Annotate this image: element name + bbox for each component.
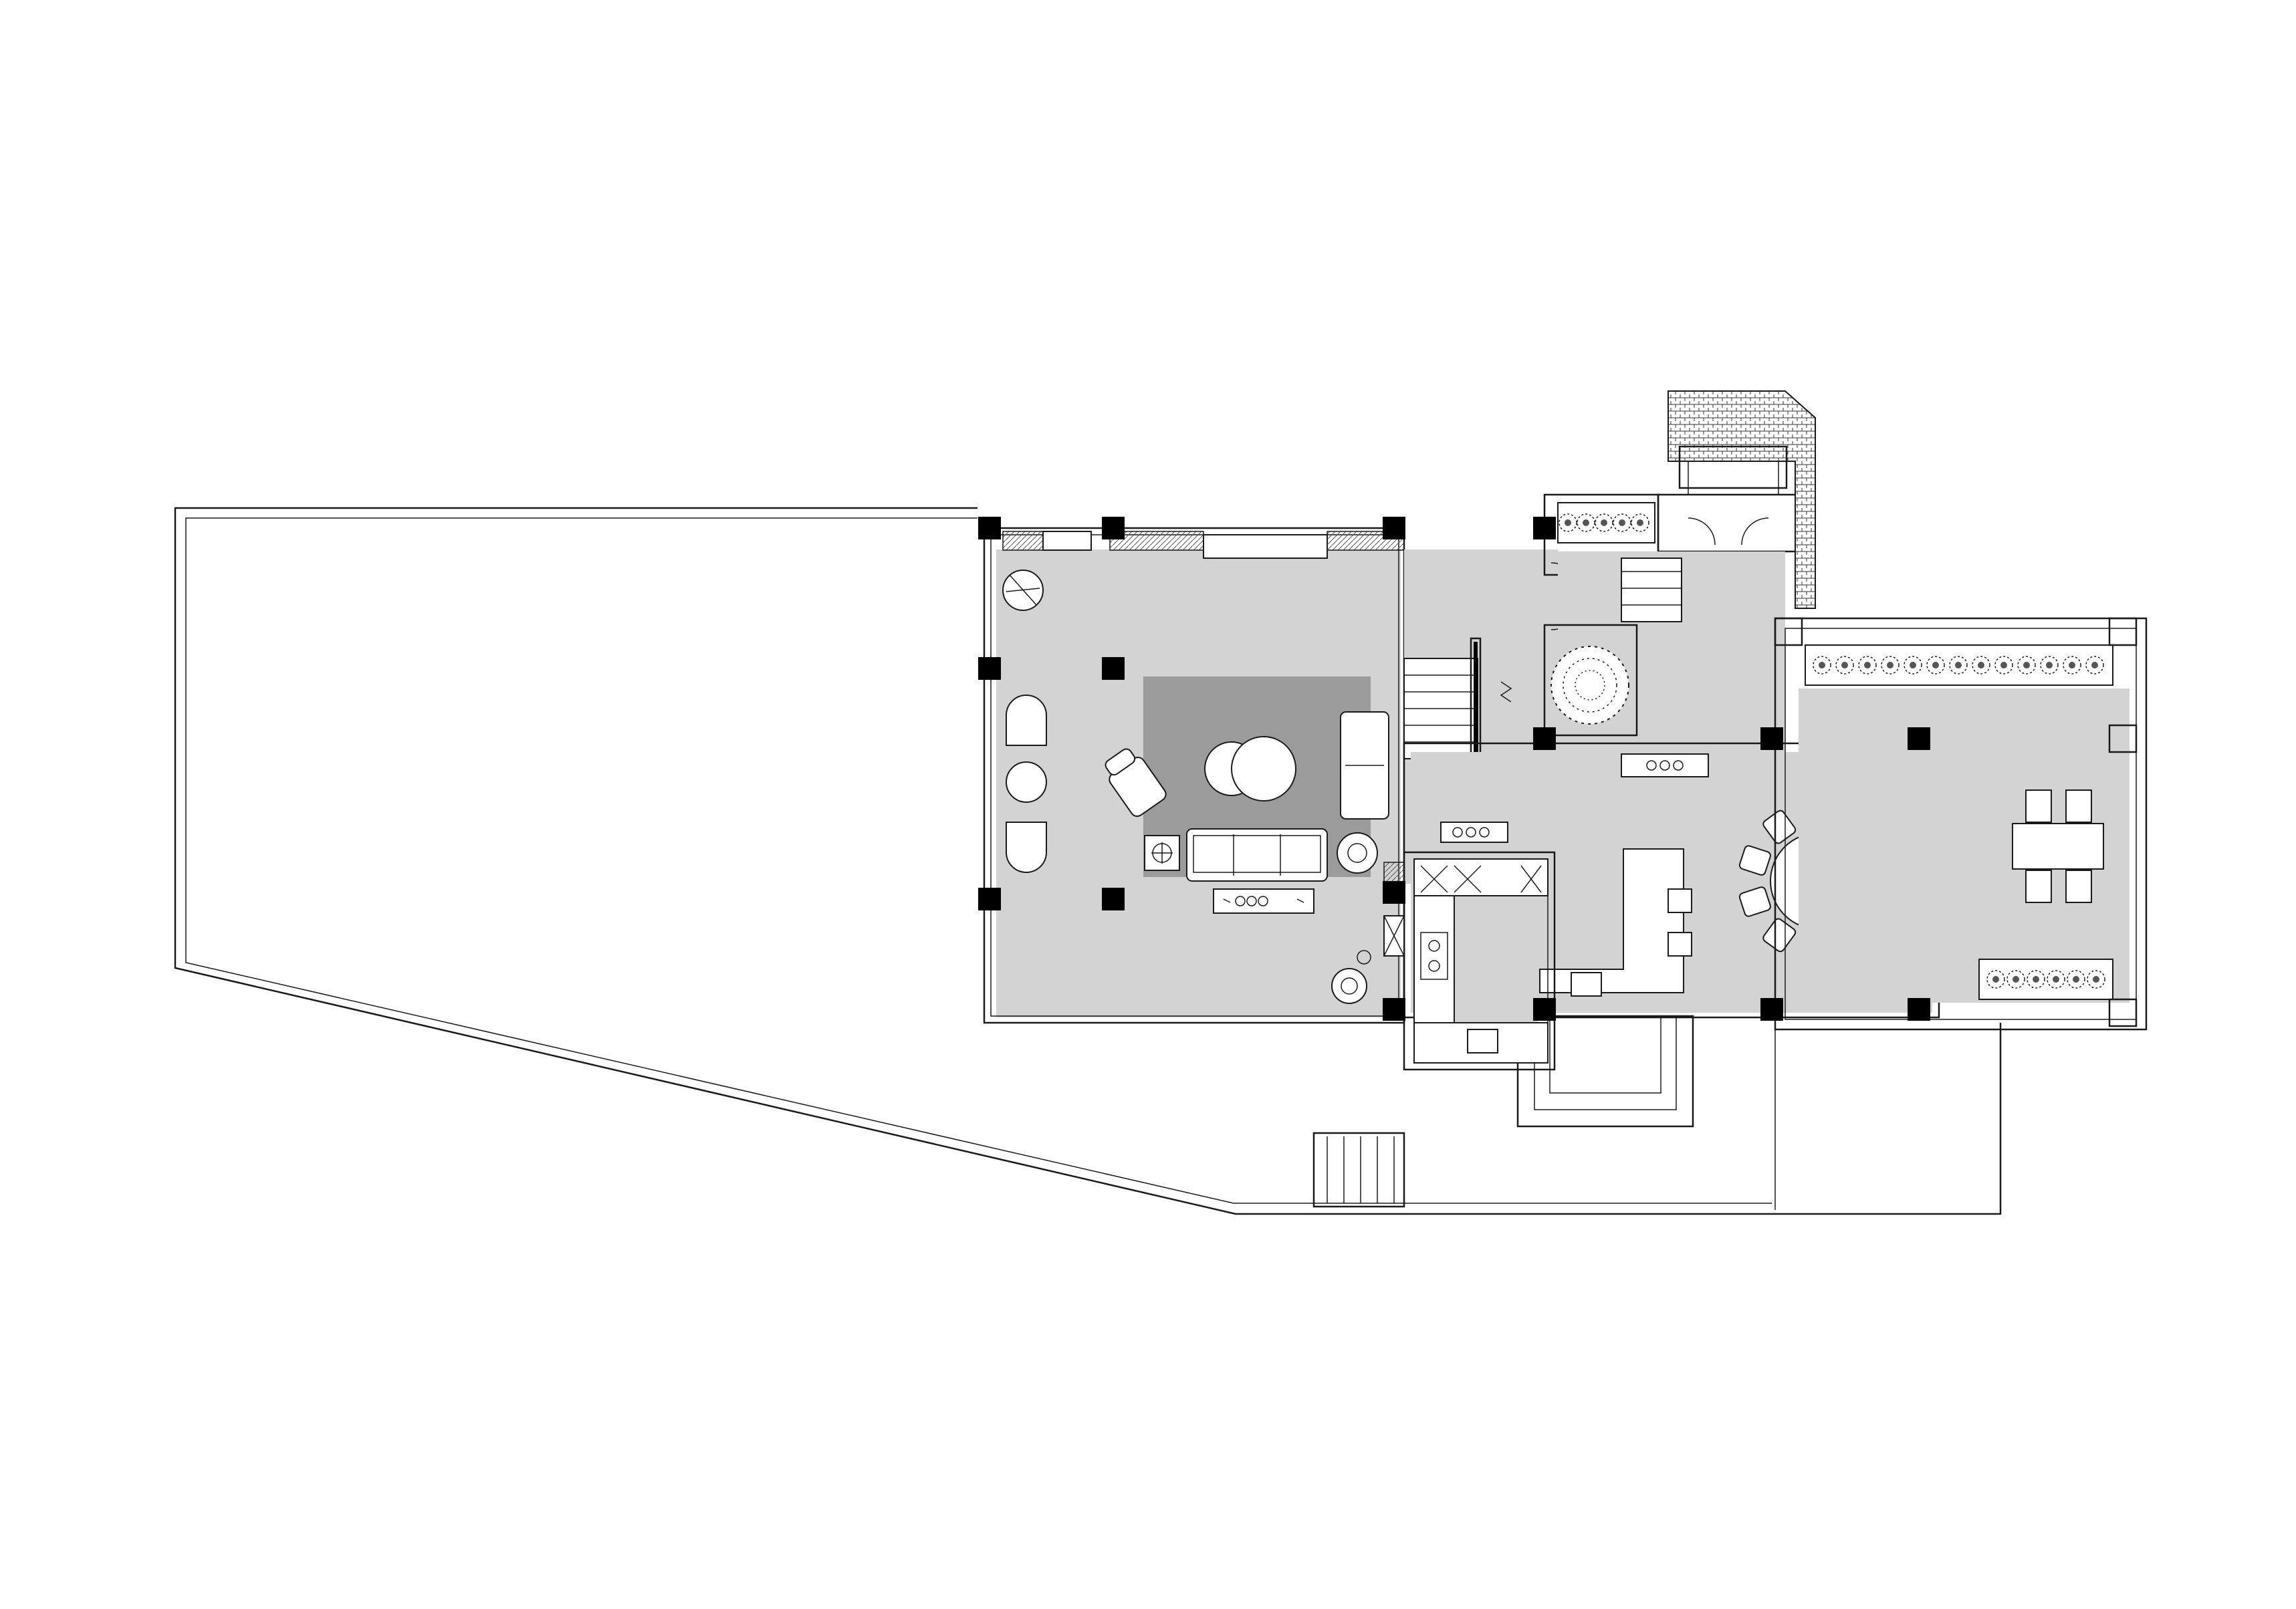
exterior-steps-entry [1516,1015,1776,1210]
bar-stool-icon [1668,932,1692,957]
shrub-icon [1972,656,1990,674]
column [1102,517,1125,539]
tree-icon [1551,646,1629,725]
side-table-right-icon [1337,832,1378,874]
shrub-icon [1835,656,1854,674]
column [1383,517,1405,539]
shrub-icon [1595,513,1613,532]
shrub-icon [1949,656,1968,674]
table-icon [2012,789,2104,903]
shrub-icon [1881,656,1900,674]
tv-console-icon [1213,888,1314,914]
floor-lamp-icon [1331,950,1371,1004]
shrub-icon [1904,656,1922,674]
dining-chair-icon [1762,918,1797,953]
coffee-table-b [1231,736,1296,801]
shrub-icon [1577,513,1595,532]
shrub-icon [2017,656,2036,674]
column [1760,998,1783,1021]
shrub-icon [1559,513,1577,532]
bar-counter [1539,848,1684,993]
side-table-left-icon [1144,835,1180,871]
shrub-icon [1994,656,2013,674]
round-stool-icon [1006,761,1047,803]
terrace [1774,617,2148,1031]
structural-columns [978,517,1930,1021]
shrub-icon [1926,656,1945,674]
kitchen [1383,851,1556,1071]
armchair-left-top-icon [1006,695,1047,746]
shrub-icon [2047,970,2065,989]
shrub-icon [1631,513,1649,532]
dining-chair-icon [1762,810,1797,844]
exterior-steps-left [1312,1132,1405,1208]
shrub-icon [2087,970,2105,989]
shrub-icon [1858,656,1877,674]
shrub-icon [2006,970,2025,989]
stove-icon [1420,932,1448,980]
dining-chair-icon [1738,886,1771,917]
shrub-icon [2063,656,2081,674]
shrub-icon [2085,656,2104,674]
living-room [983,527,1405,1024]
column [1908,727,1930,750]
sofa-side-icon [1340,711,1389,820]
site-boundary [174,507,2002,1215]
column [978,888,1001,910]
plant-pot-icon [1002,570,1044,611]
shrub-icon [1613,513,1631,532]
shrub-icon [2040,656,2059,674]
bar-stool-icon [1668,888,1692,913]
armchair-left-bottom-icon [1006,822,1047,873]
shrub-icon [1813,656,1831,674]
courtyard [1543,624,1638,737]
sink-icon [1571,972,1602,997]
column [1383,881,1405,904]
shrub-icon [2067,970,2085,989]
shrub-icon [2027,970,2045,989]
column [1102,657,1125,680]
column [978,657,1001,680]
column [1760,727,1783,750]
shrub-group [1559,513,2105,989]
column [1533,998,1556,1021]
sofa-icon [1186,828,1328,882]
column [1908,998,1930,1021]
kitchen-sink-icon [1467,1029,1498,1054]
column [978,517,1001,539]
column [1383,998,1405,1021]
dining-chair-icon [1738,845,1771,876]
column [1533,727,1556,750]
shrub-icon [1986,970,2005,989]
column [1533,517,1556,539]
lounge-chair-icon [1105,748,1167,818]
column [1102,888,1125,910]
